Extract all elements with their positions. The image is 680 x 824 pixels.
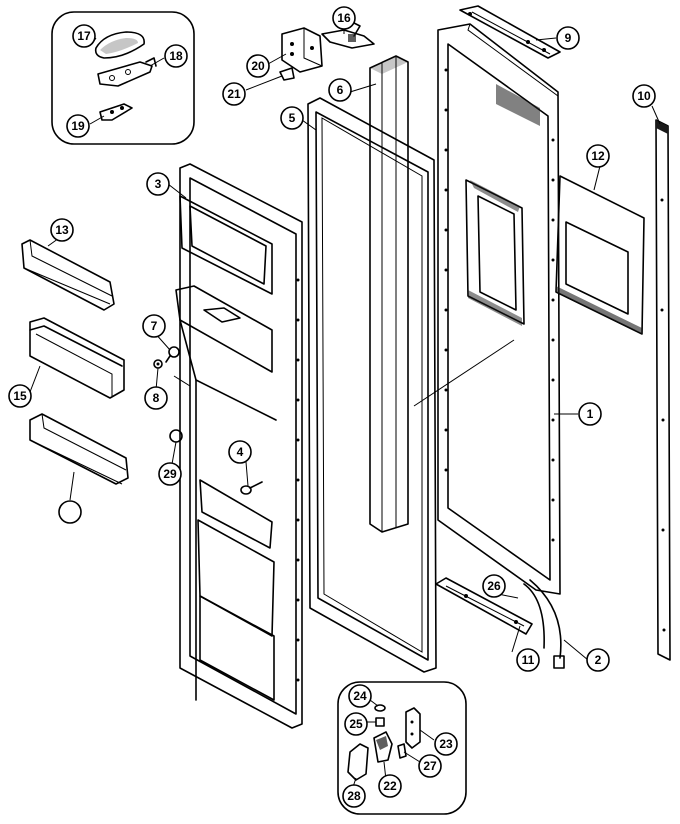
callout-19[interactable]: 19 [66,114,90,138]
callout-27[interactable]: 27 [418,754,442,778]
callout-13[interactable]: 13 [50,218,74,242]
bracket-drawing [405,707,421,749]
shelf-bin-lower-drawing [29,413,129,485]
svg-text:28: 28 [347,789,361,803]
screw-small-drawing [165,346,180,363]
svg-text:22: 22 [383,779,397,793]
callout-10[interactable]: 10 [632,84,656,108]
stop-drawing [397,743,407,759]
svg-text:4: 4 [237,445,244,459]
callout-16[interactable]: 16 [332,6,356,30]
callout-12[interactable]: 12 [586,144,610,168]
inner-liner-holes [296,278,300,682]
svg-text:9: 9 [565,31,572,45]
callout-4[interactable]: 4 [228,440,252,464]
top-end-cap-drawing [459,5,561,59]
hinge-cover-drawing [94,31,145,59]
svg-text:16: 16 [337,11,351,25]
hinge-plate-drawing [97,61,153,87]
inset-lower-hinge-parts [337,681,467,815]
lower-hinge-drawing [347,743,369,781]
shim-drawing [99,103,133,121]
leader-lines [29,24,661,791]
callout-7[interactable]: 7 [142,314,166,338]
callout-21[interactable]: 21 [222,82,246,106]
inner-door-liner-drawing [179,163,303,729]
svg-text:2: 2 [595,653,602,667]
screw-drawing [240,481,263,495]
svg-text:15: 15 [13,389,27,403]
svg-text:13: 13 [55,223,69,237]
svg-text:5: 5 [289,111,296,125]
svg-text:24: 24 [353,689,367,703]
svg-text:29: 29 [163,467,177,481]
door-gasket-drawing [307,97,437,673]
wire-harness-drawing [529,579,562,659]
nut-drawing [153,359,163,369]
side-trim-holes [660,198,666,632]
closing-cam-drawing [373,731,393,763]
callout-5[interactable]: 5 [280,106,304,130]
callout-18[interactable]: 18 [164,44,188,68]
svg-text:11: 11 [522,653,535,667]
callout-28[interactable]: 28 [342,784,366,808]
callout-1[interactable]: 1 [578,402,602,426]
callout-22[interactable]: 22 [378,774,402,798]
hinge-bracket-drawing [281,27,323,73]
svg-text:18: 18 [169,49,183,63]
callout-8[interactable]: 8 [144,386,168,410]
svg-text:19: 19 [71,119,85,133]
callout-6[interactable]: 6 [328,78,352,102]
svg-text:6: 6 [337,83,344,97]
callout-23[interactable]: 23 [434,732,458,756]
callout-9[interactable]: 9 [556,26,580,50]
svg-text:8: 8 [153,391,160,405]
callouts: 17 18 19 16 20 21 9 6 5 10 12 3 13 7 15 … [8,6,656,808]
svg-text:1: 1 [587,407,594,421]
svg-text:26: 26 [487,579,501,593]
svg-text:20: 20 [251,59,265,73]
svg-text:25: 25 [349,717,363,731]
callout-29[interactable]: 29 [158,462,182,486]
callout-25[interactable]: 25 [344,712,368,736]
callout-17[interactable]: 17 [72,24,96,48]
svg-text:21: 21 [227,87,241,101]
callout-2[interactable]: 2 [586,648,610,672]
callout-3[interactable]: 3 [146,172,170,196]
callout-14[interactable]: 14 [58,500,82,524]
svg-text:12: 12 [591,149,605,163]
washer-drawing [374,704,386,712]
svg-text:10: 10 [637,89,651,103]
deep-bin-drawing [29,317,125,399]
bushing-drawing [375,717,385,727]
svg-text:27: 27 [423,759,437,773]
svg-text:7: 7 [151,319,158,333]
callout-26[interactable]: 26 [482,574,506,598]
svg-text:17: 17 [77,29,91,43]
clip-drawing [279,67,295,81]
bottom-end-cap-drawing [435,577,533,635]
callout-11[interactable]: 11 [516,648,540,672]
door-panel-holes [444,68,555,542]
svg-text:3: 3 [155,177,162,191]
callout-15[interactable]: 15 [8,384,32,408]
callout-24[interactable]: 24 [348,684,372,708]
tubing-drawing [523,583,545,649]
svg-text:23: 23 [439,737,453,751]
inset-hinge-parts [51,11,195,145]
callout-20[interactable]: 20 [246,54,270,78]
